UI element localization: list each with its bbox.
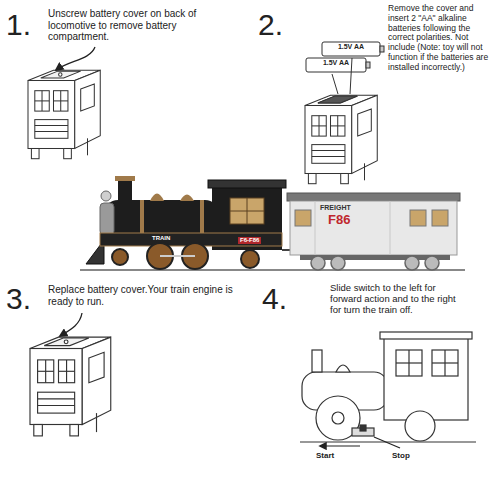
freight-car xyxy=(282,193,460,270)
locomotive xyxy=(200,200,204,236)
locomotive xyxy=(230,198,264,224)
locomotive xyxy=(100,203,114,235)
locomotive-side xyxy=(380,332,472,339)
locomotive-side xyxy=(332,412,344,424)
locomotive-side xyxy=(360,425,366,431)
freight-car xyxy=(315,201,316,255)
battery xyxy=(306,58,366,72)
freight-car xyxy=(287,193,460,201)
locomotive-rear xyxy=(28,70,100,158)
step-number: 1. xyxy=(6,8,31,43)
locomotive xyxy=(241,250,259,268)
freight-car xyxy=(425,256,439,270)
switch-label: Stop xyxy=(392,451,410,460)
locomotive-side xyxy=(432,350,458,376)
locomotive xyxy=(112,249,128,265)
step-number: 3. xyxy=(6,282,31,317)
step-instruction: Slide switch to the left for forward act… xyxy=(330,283,460,316)
locomotive-side xyxy=(432,362,458,363)
locomotive xyxy=(180,195,194,202)
locomotive xyxy=(80,269,465,271)
freight-car xyxy=(295,210,311,226)
freight-car xyxy=(311,256,325,270)
start-arrow xyxy=(320,445,360,446)
number-badge: F6-F86 xyxy=(238,237,261,244)
locomotive-side xyxy=(396,362,422,363)
battery-compartment xyxy=(318,96,357,103)
locomotive-rear xyxy=(305,95,377,183)
battery-label: 1.5V AA xyxy=(306,59,366,67)
locomotive-side xyxy=(405,411,435,441)
locomotive-side xyxy=(396,350,422,376)
locomotive xyxy=(80,176,465,270)
leader-arrow xyxy=(60,313,82,336)
locomotive-side xyxy=(336,365,350,372)
leader-line xyxy=(374,437,400,448)
leader-arrow xyxy=(56,47,95,70)
locomotive-rear xyxy=(30,337,111,436)
freight-car xyxy=(410,210,426,226)
locomotive xyxy=(118,178,132,202)
locomotive xyxy=(230,211,264,212)
battery xyxy=(366,62,370,68)
freight-car xyxy=(405,256,419,270)
loco-label: TRAIN xyxy=(152,235,170,242)
locomotive xyxy=(115,176,135,181)
freight-car xyxy=(390,201,391,255)
step-number: 2. xyxy=(258,8,283,43)
freight-car xyxy=(432,210,448,226)
locomotive xyxy=(160,255,195,257)
locomotive xyxy=(140,200,144,236)
insert-line xyxy=(350,58,352,94)
battery-label: 1.5V AA xyxy=(322,43,380,51)
car-label: FREIGHT xyxy=(320,204,351,212)
battery xyxy=(306,42,384,72)
step-instruction: Replace battery cover.Your train engine … xyxy=(48,284,238,307)
car-number: F86 xyxy=(328,213,350,228)
step-instruction: Remove the cover and insert 2 "AA" alkal… xyxy=(388,4,494,72)
battery xyxy=(322,42,380,56)
step-instruction: Unscrew battery cover on back of locomot… xyxy=(48,8,198,43)
locomotive-side xyxy=(312,350,322,372)
locomotive xyxy=(101,191,111,201)
locomotive xyxy=(104,200,219,236)
locomotive-side xyxy=(384,338,468,420)
insert-line xyxy=(332,74,338,94)
freight-car xyxy=(290,201,457,255)
step-number: 4. xyxy=(262,282,287,317)
locomotive xyxy=(208,180,286,188)
battery xyxy=(380,46,384,52)
freight-car xyxy=(331,256,345,270)
switch-label: Start xyxy=(316,451,334,460)
locomotive-side xyxy=(300,332,476,442)
locomotive xyxy=(150,194,164,202)
